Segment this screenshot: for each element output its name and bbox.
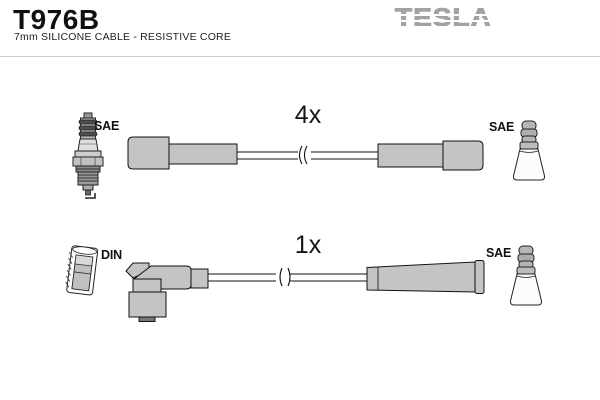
row1-right-connector-label: SAE bbox=[489, 120, 515, 134]
row1-left-connector-label: SAE bbox=[94, 119, 120, 133]
spark-plug-icon bbox=[72, 112, 104, 199]
sae-terminal-icon bbox=[509, 245, 543, 306]
row1-quantity-label: 4x bbox=[294, 101, 322, 129]
part-number: T976B bbox=[13, 4, 100, 35]
product-subtitle: 7mm SILICONE CABLE - RESISTIVE CORE bbox=[14, 31, 232, 43]
row2-left-connector-label: DIN bbox=[101, 248, 122, 262]
tesla-logo: TESLA bbox=[394, 5, 499, 34]
row2-quantity-label: 1x bbox=[294, 231, 322, 259]
sae-terminal-icon bbox=[512, 120, 546, 181]
logo-stripe bbox=[395, 26, 499, 28]
header-divider bbox=[0, 56, 600, 57]
logo-stripe bbox=[395, 20, 499, 22]
cable-1x-graphic bbox=[125, 260, 485, 322]
row2-right-connector-label: SAE bbox=[486, 246, 512, 260]
logo-stripe bbox=[395, 14, 499, 16]
din-socket-icon bbox=[65, 245, 99, 296]
cable-4x-graphic bbox=[127, 136, 484, 171]
